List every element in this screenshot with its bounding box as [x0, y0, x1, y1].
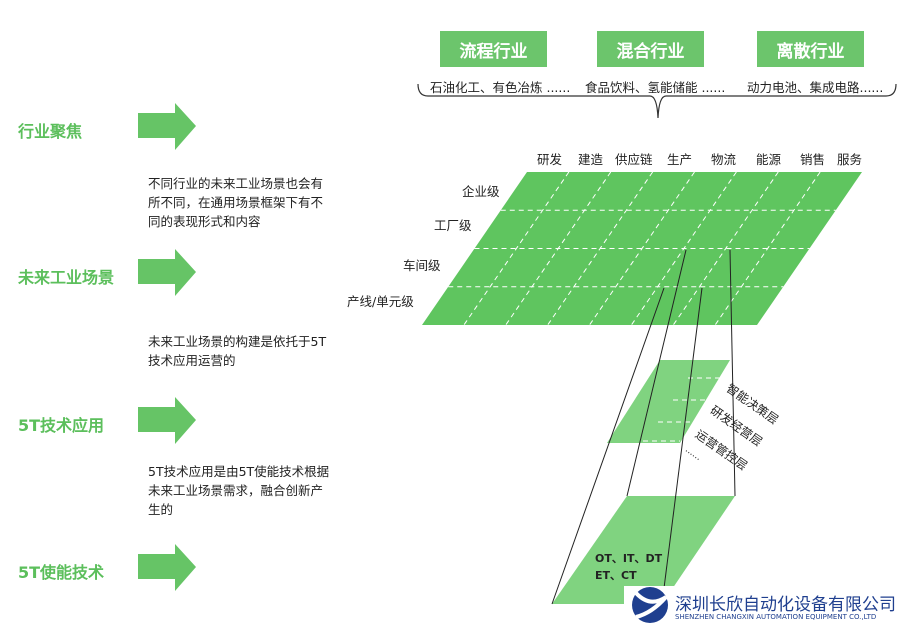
column-divider	[589, 171, 695, 326]
function-label: 研发	[537, 152, 563, 167]
company-logo-icon	[632, 587, 668, 623]
industry-examples-hybrid: 食品饮料、氢能储能 ......	[585, 80, 726, 95]
function-label: 物流	[711, 152, 737, 167]
stage-arrows	[138, 103, 196, 591]
function-label: 能源	[756, 152, 782, 167]
arrow-icon	[138, 397, 196, 444]
function-label: 生产	[667, 152, 693, 167]
column-divider	[505, 171, 612, 326]
stage-label-industry-focus: 行业聚焦	[18, 122, 83, 141]
company-name-en: SHENZHEN CHANGXIN AUTOMATION EQUIPMENT C…	[675, 613, 877, 621]
column-divider	[463, 171, 570, 326]
stage-label-future-scenario: 未来工业场景	[18, 268, 115, 287]
column-divider	[630, 171, 737, 326]
description-3: 5T技术应用是由5T使能技术根据未来工业场景需求，融合创新产生的	[148, 464, 330, 517]
column-divider	[714, 171, 821, 326]
logo-backdrop	[624, 586, 903, 627]
enabling-tech-line: OT、IT、DT	[595, 552, 663, 565]
level-label: 产线/单元级	[347, 294, 414, 309]
function-label: 供应链	[615, 152, 653, 167]
industry-discrete: 离散行业	[757, 31, 864, 67]
arrow-icon	[138, 544, 196, 591]
column-divider	[672, 171, 779, 326]
brace	[417, 83, 897, 119]
industry-examples-discrete: 动力电池、集成电路......	[747, 80, 884, 95]
company-name-cn: 深圳长欣自动化设备有限公司	[675, 595, 896, 615]
function-label: 建造	[578, 152, 604, 167]
industry-hybrid: 混合行业	[597, 31, 704, 67]
tech-application-layer	[607, 360, 730, 443]
stage-label-5t-application: 5T技术应用	[18, 416, 105, 435]
description-2: 未来工业场景的构建是依托于5T技术应用运营的	[148, 334, 327, 368]
arrow-icon	[138, 249, 196, 296]
enabling-tech-layer	[552, 496, 735, 604]
column-divider	[547, 171, 654, 326]
industry-process: 流程行业	[440, 31, 547, 67]
function-label: 服务	[837, 152, 863, 167]
level-label: 车间级	[403, 258, 441, 273]
level-label: 工厂级	[434, 218, 472, 233]
function-label: 销售	[800, 152, 826, 167]
stage-label-5t-enabling: 5T使能技术	[18, 563, 105, 582]
level-label: 企业级	[462, 184, 500, 199]
industry-examples-process: 石油化工、有色冶炼 ......	[430, 80, 571, 95]
description-1: 不同行业的未来工业场景也会有所不同，在通用场景框架下有不同的表现形式和内容	[148, 176, 324, 229]
enabling-tech-line: ET、CT	[595, 569, 637, 582]
connector-lines	[551, 249, 736, 605]
arrow-icon	[138, 103, 196, 150]
